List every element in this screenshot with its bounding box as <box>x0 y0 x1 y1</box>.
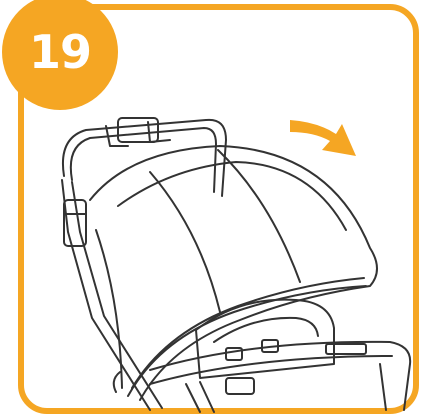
stroller-bumper-bar <box>150 342 410 410</box>
stroller-illustration <box>62 118 410 412</box>
curved-arrow-icon <box>290 120 356 156</box>
stroller-handlebar <box>63 120 226 196</box>
